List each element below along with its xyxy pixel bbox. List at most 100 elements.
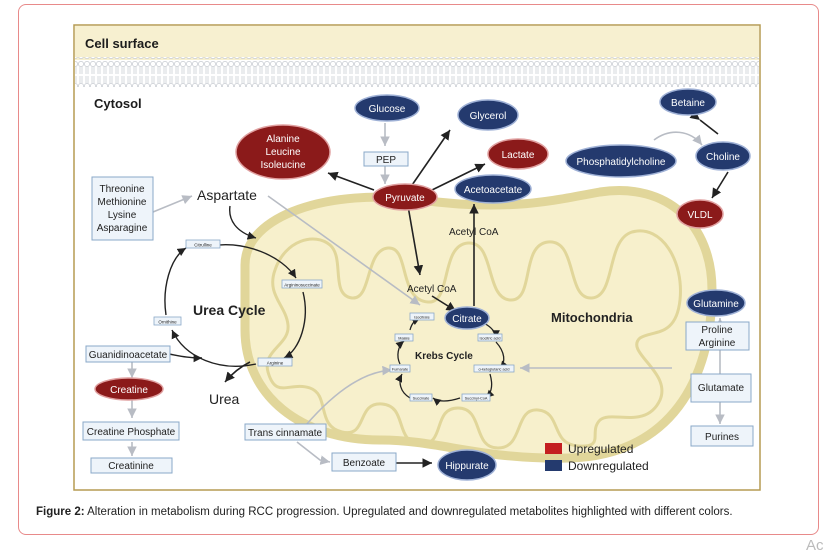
isocitrate-node: Isocitrate bbox=[409, 312, 435, 321]
mitochondria-label: Mitochondria bbox=[551, 310, 633, 325]
figure-frame bbox=[18, 4, 819, 535]
legend-label-upregulated: Upregulated bbox=[568, 442, 633, 456]
svg-text:Methionine: Methionine bbox=[98, 197, 147, 208]
ornithine-node: Ornithine bbox=[153, 316, 182, 326]
svg-text:PEP: PEP bbox=[376, 155, 396, 166]
svg-text:Alanine: Alanine bbox=[266, 134, 300, 145]
creatine-node: Creatine bbox=[94, 377, 164, 401]
legend-label-downregulated: Downregulated bbox=[568, 459, 649, 473]
choline-node: Choline bbox=[695, 141, 751, 171]
black-arrows bbox=[224, 110, 729, 468]
citrulline-node: Citrulline bbox=[185, 239, 221, 249]
svg-text:Succinyl-CoA: Succinyl-CoA bbox=[465, 397, 488, 401]
svg-text:Citrulline: Citrulline bbox=[194, 243, 212, 248]
aminoacids-up-node: Alanine Leucine Isoleucine bbox=[235, 124, 331, 180]
purines-box: Purines bbox=[690, 425, 754, 447]
isocitric-acid-node: Isocitric acid bbox=[477, 333, 503, 342]
svg-text:Asparagine: Asparagine bbox=[97, 223, 148, 234]
svg-text:Arginine: Arginine bbox=[267, 361, 284, 366]
urea-label: Urea bbox=[209, 391, 240, 407]
membrane-bilayer bbox=[75, 57, 759, 87]
hippurate-node: Hippurate bbox=[437, 449, 497, 481]
ketoglutaric-acid-node: α-ketoglutaric acid bbox=[473, 364, 515, 373]
urea-cycle-label: Urea Cycle bbox=[193, 302, 266, 318]
figure-caption: Figure 2: Alteration in metabolism durin… bbox=[36, 506, 733, 518]
svg-text:Arginine: Arginine bbox=[699, 338, 736, 349]
svg-text:Benzoate: Benzoate bbox=[343, 458, 386, 469]
creatinine-box: Creatinine bbox=[90, 457, 173, 474]
svg-text:Leucine: Leucine bbox=[265, 147, 300, 158]
svg-text:Lactate: Lactate bbox=[502, 150, 535, 161]
svg-text:Isocitric acid: Isocitric acid bbox=[480, 337, 501, 341]
glutamate-box: Glutamate bbox=[690, 373, 752, 403]
svg-text:Ornithine: Ornithine bbox=[158, 320, 177, 325]
arginine-small-node: Arginine bbox=[257, 357, 293, 367]
acetyl-coa-mid-label: Acetyl CoA bbox=[407, 284, 457, 295]
aspartate-label: Aspartate bbox=[197, 187, 257, 203]
trans-cinnamate-box: Trans cinnamate bbox=[244, 423, 327, 441]
caption-label: Figure 2: bbox=[36, 506, 85, 518]
glycerol-node: Glycerol bbox=[457, 99, 519, 131]
svg-text:α-ketoglutaric acid: α-ketoglutaric acid bbox=[479, 368, 510, 372]
svg-text:Fumarate: Fumarate bbox=[392, 368, 408, 372]
svg-text:Creatine Phosphate: Creatine Phosphate bbox=[87, 427, 176, 438]
phosphatidylcholine-node: Phosphatidylcholine bbox=[565, 144, 677, 178]
acetoacetate-node: Acetoacetate bbox=[454, 174, 532, 204]
cytosol-label: Cytosol bbox=[94, 96, 142, 111]
legend: Upregulated Downregulated bbox=[545, 442, 649, 473]
svg-text:Glutamate: Glutamate bbox=[698, 383, 745, 394]
svg-text:Succinate: Succinate bbox=[413, 397, 430, 401]
benzoate-box: Benzoate bbox=[331, 452, 397, 472]
succinyl-coa-node: Succinyl-CoA bbox=[461, 393, 491, 402]
svg-text:Isocitrate: Isocitrate bbox=[414, 316, 429, 320]
svg-text:Glycerol: Glycerol bbox=[470, 111, 507, 122]
cell-surface-band bbox=[75, 26, 759, 60]
fumarate-node: Fumarate bbox=[389, 364, 411, 373]
aminoacids-box: Threonine Methionine Lysine Asparagine bbox=[91, 176, 154, 241]
svg-text:Creatinine: Creatinine bbox=[108, 461, 154, 472]
svg-text:Acetoacetate: Acetoacetate bbox=[464, 185, 523, 196]
citrate-node: Citrate bbox=[444, 306, 490, 330]
svg-text:Creatine: Creatine bbox=[110, 385, 148, 396]
svg-text:Phosphatidylcholine: Phosphatidylcholine bbox=[577, 157, 666, 168]
legend-swatch-downregulated bbox=[545, 460, 562, 471]
svg-text:Citrate: Citrate bbox=[452, 314, 482, 325]
svg-text:Glutamine: Glutamine bbox=[693, 299, 739, 310]
svg-text:Isoleucine: Isoleucine bbox=[260, 160, 305, 171]
corner-text: Ac bbox=[806, 537, 824, 554]
svg-text:Trans cinnamate: Trans cinnamate bbox=[248, 428, 323, 439]
creatine-phosphate-box: Creatine Phosphate bbox=[82, 421, 180, 441]
acetyl-coa-top-label: Acetyl CoA bbox=[449, 227, 499, 238]
pep-node: PEP bbox=[363, 151, 409, 167]
svg-text:VLDL: VLDL bbox=[687, 210, 712, 221]
guanidinoacetate-box: Guanidinoacetate bbox=[85, 345, 171, 363]
pyruvate-node: Pyruvate bbox=[372, 183, 438, 211]
glucose-node: Glucose bbox=[354, 94, 420, 122]
vldl-node: VLDL bbox=[676, 199, 724, 229]
svg-text:Threonine: Threonine bbox=[99, 184, 144, 195]
legend-swatch-upregulated bbox=[545, 443, 562, 454]
svg-text:Pyruvate: Pyruvate bbox=[385, 193, 425, 204]
urea-cycle-arrows bbox=[164, 205, 306, 367]
lactate-node: Lactate bbox=[487, 138, 549, 170]
svg-text:Hippurate: Hippurate bbox=[445, 461, 489, 472]
svg-text:Malate: Malate bbox=[398, 337, 409, 341]
svg-text:Choline: Choline bbox=[706, 152, 740, 163]
proline-arginine-box: Proline Arginine bbox=[685, 321, 750, 351]
krebs-cycle-label: Krebs Cycle bbox=[415, 351, 473, 362]
svg-text:Argininosuccinate: Argininosuccinate bbox=[284, 283, 320, 288]
argininosuccinate-node: Argininosuccinate bbox=[281, 279, 323, 289]
malate-node: Malate bbox=[394, 333, 414, 342]
mitochondrion-cristae bbox=[265, 229, 682, 450]
svg-text:Betaine: Betaine bbox=[671, 98, 705, 109]
betaine-node: Betaine bbox=[659, 88, 717, 116]
caption-text: Alteration in metabolism during RCC prog… bbox=[87, 506, 733, 518]
gray-arrows bbox=[127, 123, 725, 465]
svg-text:Proline: Proline bbox=[701, 325, 733, 336]
glutamine-node: Glutamine bbox=[686, 289, 746, 317]
svg-text:Purines: Purines bbox=[705, 432, 739, 443]
succinate-node: Succinate bbox=[409, 393, 433, 402]
cell-surface-label: Cell surface bbox=[85, 36, 159, 51]
svg-text:Glucose: Glucose bbox=[369, 104, 406, 115]
